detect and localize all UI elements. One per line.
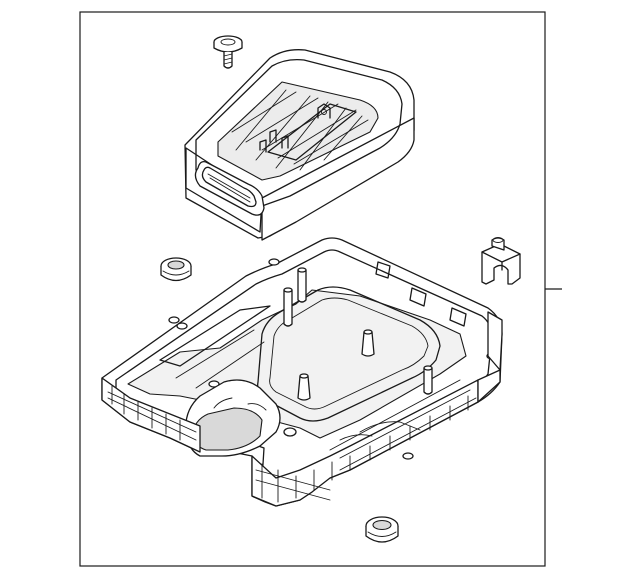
grommet-bottom[interactable] <box>365 516 399 543</box>
housing-tray-icon[interactable] <box>101 237 503 507</box>
housing-cover-icon[interactable] <box>184 49 415 241</box>
grommet-left[interactable] <box>160 257 192 282</box>
clip-icon[interactable] <box>481 237 521 285</box>
bolt-icon[interactable] <box>213 35 243 69</box>
